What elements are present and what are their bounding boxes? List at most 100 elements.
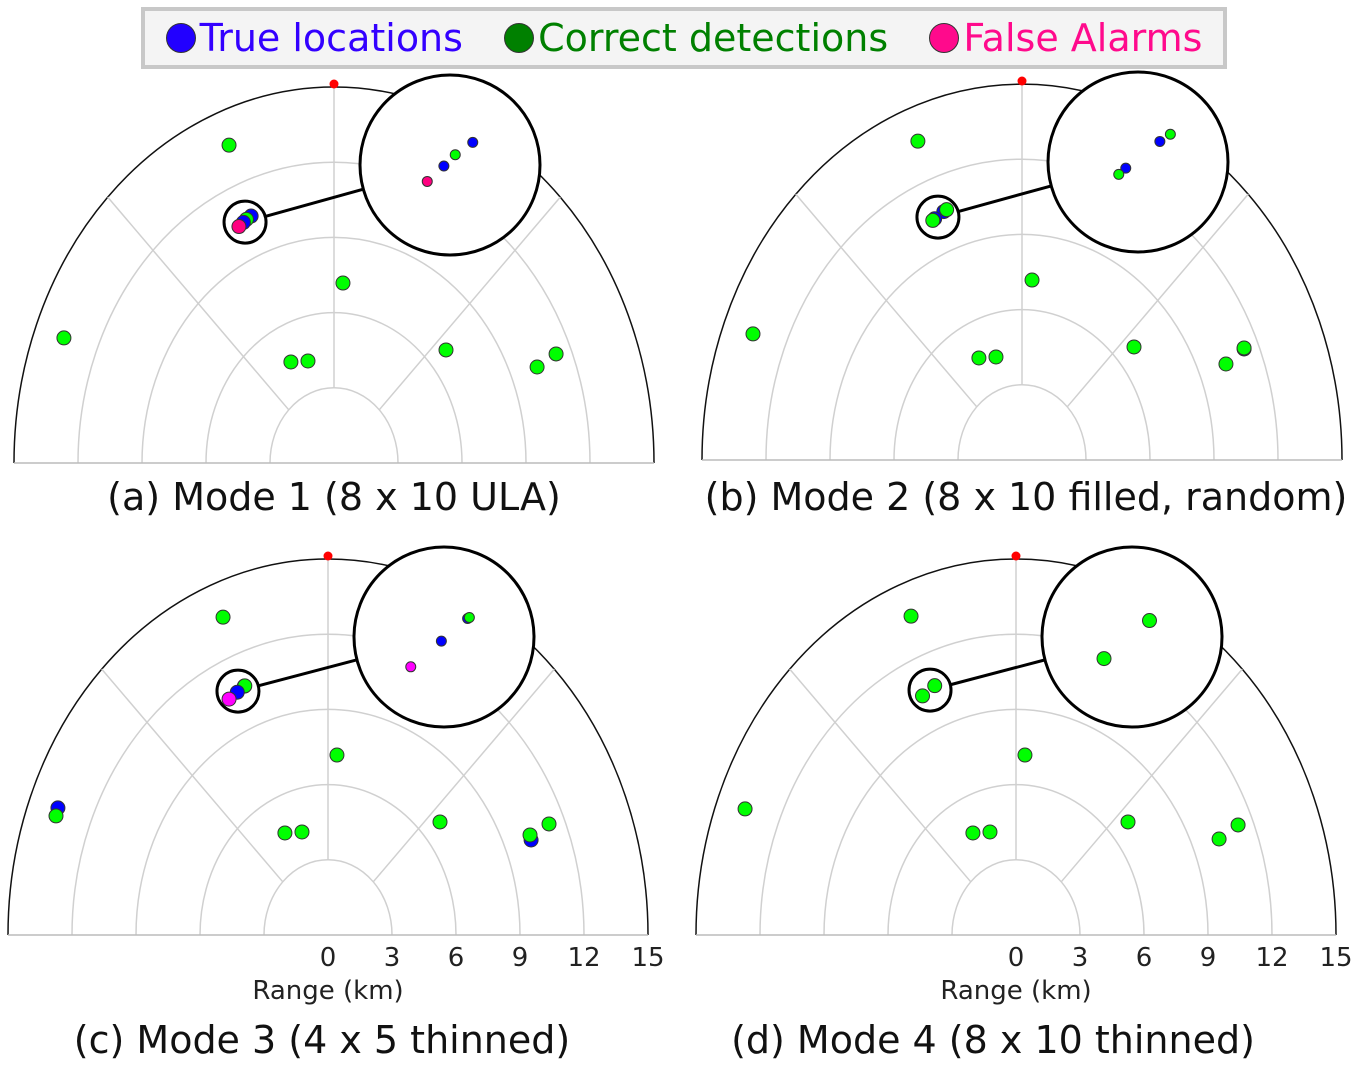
zoom-connector bbox=[949, 658, 1046, 687]
inset-point-correct bbox=[463, 611, 475, 623]
data-point-correct bbox=[1017, 747, 1033, 763]
data-point-correct bbox=[283, 354, 299, 370]
zoom-inset bbox=[1046, 70, 1230, 254]
polar-panel-1: (b) Mode 2 (8 x 10 filled, random) bbox=[701, 70, 1348, 519]
inset-point-correct bbox=[1141, 613, 1157, 629]
data-point-correct bbox=[1024, 272, 1040, 288]
inset-point-correct bbox=[1113, 168, 1125, 180]
legend-label: True locations bbox=[199, 16, 463, 60]
x-tick-label: 15 bbox=[1319, 943, 1352, 973]
data-point-correct bbox=[1126, 339, 1142, 355]
polar-panel-0: (a) Mode 1 (8 x 10 ULA) bbox=[13, 73, 655, 519]
inset-point-correct bbox=[1096, 651, 1112, 667]
data-point-correct bbox=[988, 349, 1004, 365]
data-point-correct bbox=[1230, 817, 1246, 833]
legend-label: Correct detections bbox=[538, 16, 889, 60]
radial-gridline bbox=[101, 668, 284, 883]
x-tick-label: 15 bbox=[631, 943, 664, 973]
zoom-inset bbox=[358, 73, 542, 257]
x-tick-label: 12 bbox=[567, 943, 600, 973]
data-point-correct bbox=[48, 808, 64, 824]
data-point-correct bbox=[915, 688, 931, 704]
x-axis-label: Range (km) bbox=[940, 976, 1091, 1006]
range-ring bbox=[957, 384, 1087, 461]
data-point-correct bbox=[541, 816, 557, 832]
data-point-correct bbox=[300, 353, 316, 369]
data-point-correct bbox=[529, 359, 545, 375]
zoom-connector bbox=[957, 184, 1052, 213]
x-tick-label: 3 bbox=[1072, 943, 1089, 973]
x-axis-label: Range (km) bbox=[252, 976, 403, 1006]
radial-gridline bbox=[372, 668, 555, 883]
inset-point-true bbox=[435, 635, 447, 647]
radial-gridline bbox=[107, 196, 290, 411]
correct-detection-marker-icon bbox=[504, 23, 535, 53]
data-point-false_alt bbox=[221, 691, 237, 707]
radial-gridline bbox=[1066, 193, 1249, 408]
x-tick-label: 3 bbox=[384, 943, 401, 973]
reference-marker bbox=[323, 551, 333, 561]
reference-marker bbox=[329, 79, 339, 89]
x-tick-label: 9 bbox=[1200, 943, 1217, 973]
data-point-correct bbox=[1236, 340, 1252, 356]
legend: True locations Correct detections False … bbox=[141, 7, 1227, 69]
radial-gridline bbox=[795, 193, 978, 408]
radial-gridline bbox=[378, 196, 561, 411]
inset-point-true bbox=[438, 160, 450, 172]
data-point-correct bbox=[335, 275, 351, 291]
range-ring bbox=[263, 859, 393, 936]
range-ring bbox=[269, 387, 399, 464]
data-point-correct bbox=[982, 824, 998, 840]
x-tick-label: 12 bbox=[1255, 943, 1288, 973]
data-point-correct bbox=[971, 350, 987, 366]
inset-point-false bbox=[421, 175, 433, 187]
data-point-correct bbox=[56, 330, 72, 346]
inset-point-true bbox=[1120, 162, 1132, 174]
data-point-correct bbox=[927, 678, 943, 694]
radial-gridline bbox=[789, 668, 972, 883]
panel-caption: (b) Mode 2 (8 x 10 filled, random) bbox=[705, 475, 1348, 519]
x-tick-label: 6 bbox=[448, 943, 465, 973]
x-tick-label: 9 bbox=[512, 943, 529, 973]
data-point-correct bbox=[432, 814, 448, 830]
range-ring bbox=[951, 859, 1081, 936]
zoom-source-circle bbox=[222, 199, 268, 245]
legend-true-locations: True locations bbox=[165, 16, 463, 60]
inset-point-correct bbox=[449, 149, 461, 161]
zoom-inset bbox=[1040, 545, 1224, 729]
legend-correct-detections: Correct detections bbox=[504, 16, 888, 60]
data-point-correct bbox=[910, 133, 926, 149]
inset-point-true bbox=[467, 136, 479, 148]
reference-marker bbox=[1017, 76, 1027, 86]
true-location-marker-icon bbox=[165, 23, 196, 53]
radial-gridline bbox=[1060, 668, 1243, 883]
data-point-correct bbox=[329, 747, 345, 763]
data-point-correct bbox=[965, 825, 981, 841]
data-point-correct bbox=[221, 137, 237, 153]
data-point-correct bbox=[903, 608, 919, 624]
data-point-correct bbox=[745, 326, 761, 342]
zoom-source-circle bbox=[915, 194, 961, 240]
data-point-correct bbox=[1218, 356, 1234, 372]
zoom-source-circle bbox=[215, 668, 261, 714]
panel-caption: (d) Mode 4 (8 x 10 thinned) bbox=[731, 1018, 1255, 1062]
x-tick-label: 0 bbox=[320, 943, 337, 973]
zoom-connector bbox=[264, 187, 364, 218]
data-point-correct bbox=[939, 202, 955, 218]
legend-false-alarms: False Alarms bbox=[929, 16, 1202, 60]
data-point-correct bbox=[294, 824, 310, 840]
x-tick-label: 0 bbox=[1008, 943, 1025, 973]
zoom-source-circle bbox=[907, 667, 953, 713]
x-tick-label: 6 bbox=[1136, 943, 1153, 973]
data-point-correct bbox=[548, 346, 564, 362]
data-point-correct bbox=[1120, 814, 1136, 830]
panel-caption: (c) Mode 3 (4 x 5 thinned) bbox=[74, 1018, 570, 1062]
data-point-correct bbox=[1211, 831, 1227, 847]
panel-caption: (a) Mode 1 (8 x 10 ULA) bbox=[107, 475, 561, 519]
data-point-correct bbox=[522, 827, 538, 843]
reference-marker bbox=[1011, 551, 1021, 561]
inset-point-correct bbox=[1164, 128, 1176, 140]
